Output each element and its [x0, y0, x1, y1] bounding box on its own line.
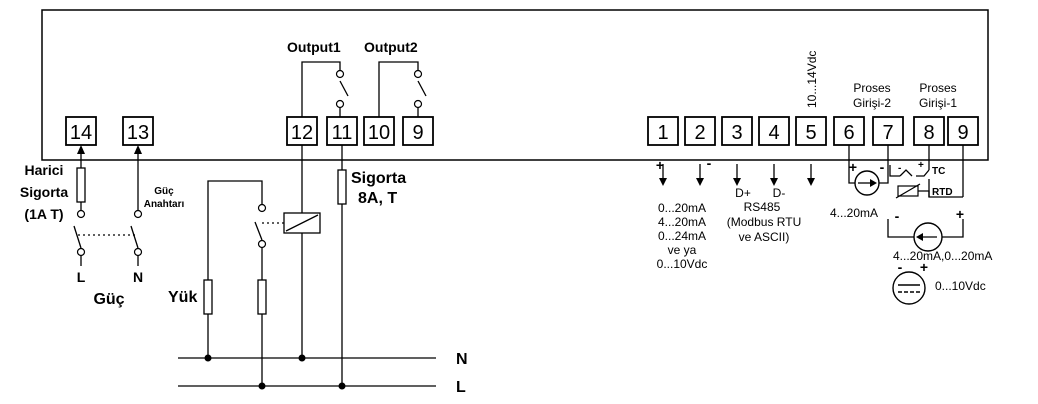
terminal-label: 9 [957, 122, 968, 144]
loop-plus: + [956, 206, 964, 222]
terminal-label: 9 [412, 122, 423, 144]
ao-range-3: 0...24mA [658, 229, 706, 243]
terminal-label: 14 [70, 122, 92, 144]
pi2-label-line2: Girişi-2 [853, 96, 891, 110]
power-L-label: L [77, 269, 86, 285]
relay-load-section: Sigorta 8A, T Yük N L [168, 145, 468, 396]
terminal-label: 13 [127, 122, 149, 144]
rs485-line1: (Modbus RTU [727, 215, 801, 229]
load-label: Yük [168, 289, 197, 306]
load-fuse-symbol [257, 279, 267, 315]
supply-label: 10...14Vdc [805, 51, 819, 108]
terminal-label: 12 [291, 122, 313, 144]
rs485-dminus: D- [773, 186, 786, 200]
voltage-source-icon [892, 271, 926, 305]
pi1-current-label: 4...20mA,0...20mA [893, 249, 992, 263]
pi2-label-line1: Proses [853, 81, 890, 95]
pi2-minus: - [880, 159, 885, 175]
fuse-label-line1: Harici [25, 162, 64, 178]
rs485-line2: ve ASCII) [739, 230, 790, 244]
terminal-10[interactable]: 10 [363, 116, 395, 146]
output2-label: Output2 [364, 39, 418, 55]
terminal-6[interactable]: 6 [833, 116, 865, 146]
terminal-9a[interactable]: 9 [402, 116, 434, 146]
mains-N-label: N [456, 351, 468, 368]
terminal-3[interactable]: 3 [721, 116, 753, 146]
relay-fuse-line1: Sigorta [351, 170, 406, 187]
output2-contact: Output2 [364, 39, 427, 117]
terminal-label: 3 [731, 122, 742, 144]
terminal-label: 5 [805, 122, 816, 144]
loop-minus: - [895, 208, 900, 224]
mains-L-label: L [456, 379, 466, 396]
terminal-12[interactable]: 12 [286, 116, 318, 146]
switch-label-line2: Anahtarı [144, 199, 185, 210]
rtd-label: RTD [932, 187, 953, 198]
terminal-13[interactable]: 13 [122, 116, 154, 146]
terminal-9b[interactable]: 9 [947, 116, 979, 146]
relay-fuse-line2: 8A, T [358, 190, 397, 207]
terminal-label: 2 [694, 122, 705, 144]
fuse-label-line3: (1A T) [24, 206, 63, 222]
ao-range-1: 0...20mA [658, 201, 706, 215]
tc-minus: - [898, 163, 901, 174]
pi2-current-label: 4...20mA [830, 206, 878, 220]
power-section: Harici Sigorta (1A T) Güç Anahtarı L N G… [20, 145, 185, 308]
ao-minus-sign: - [707, 155, 712, 171]
terminal-1[interactable]: 1 [647, 116, 679, 146]
device-body [41, 9, 989, 161]
load-symbol [203, 279, 213, 315]
terminal-label: 7 [882, 122, 893, 144]
terminal-label: 6 [843, 122, 854, 144]
switch-label-line1: Güç [154, 186, 174, 197]
terminal-11[interactable]: 11 [326, 116, 358, 146]
output1-label: Output1 [287, 39, 341, 55]
analog-rs485-section: + - 0...20mA 4...20mA 0...24mA ve ya 0..… [656, 155, 815, 271]
terminal-label: 11 [332, 122, 353, 144]
terminal-label: 10 [368, 122, 390, 144]
terminal-14[interactable]: 14 [65, 116, 97, 146]
terminal-8[interactable]: 8 [913, 116, 945, 146]
rs485-dplus: D+ [735, 186, 751, 200]
terminal-label: 8 [923, 122, 934, 144]
volt-plus: + [920, 259, 928, 275]
ao-range-2: 4...20mA [658, 215, 706, 229]
ao-or: ve ya [668, 243, 697, 257]
pi1-label-line2: Girişi-1 [919, 96, 957, 110]
tc-plus: + [918, 160, 924, 171]
pi2-plus: + [849, 159, 857, 175]
external-fuse-symbol [76, 167, 86, 203]
volt-minus: - [898, 259, 903, 275]
terminal-5[interactable]: 5 [795, 116, 827, 146]
terminal-2[interactable]: 2 [684, 116, 716, 146]
output1-contact: Output1 [287, 39, 349, 117]
process-input-section: + - 4...20mA - + TC RTD - + 4...20mA,0..… [830, 145, 992, 305]
ao-plus-sign: + [656, 157, 664, 173]
terminal-4[interactable]: 4 [758, 116, 790, 146]
pi1-label-line1: Proses [919, 81, 956, 95]
relay-fuse-symbol [337, 169, 347, 205]
power-title: Güç [93, 291, 124, 308]
ao-range-4: 0...10Vdc [657, 257, 708, 271]
fuse-label-line2: Sigorta [20, 184, 68, 200]
terminal-row: 14 13 12 11 10 9 1 2 3 4 5 6 7 8 9 [65, 116, 979, 146]
terminal-label: 1 [657, 122, 668, 144]
terminal-label: 4 [768, 122, 779, 144]
power-N-label: N [133, 269, 143, 285]
terminal-7[interactable]: 7 [872, 116, 904, 146]
tc-label: TC [932, 166, 945, 177]
rs485-title: RS485 [744, 200, 781, 214]
pi1-voltage-label: 0...10Vdc [935, 279, 986, 293]
